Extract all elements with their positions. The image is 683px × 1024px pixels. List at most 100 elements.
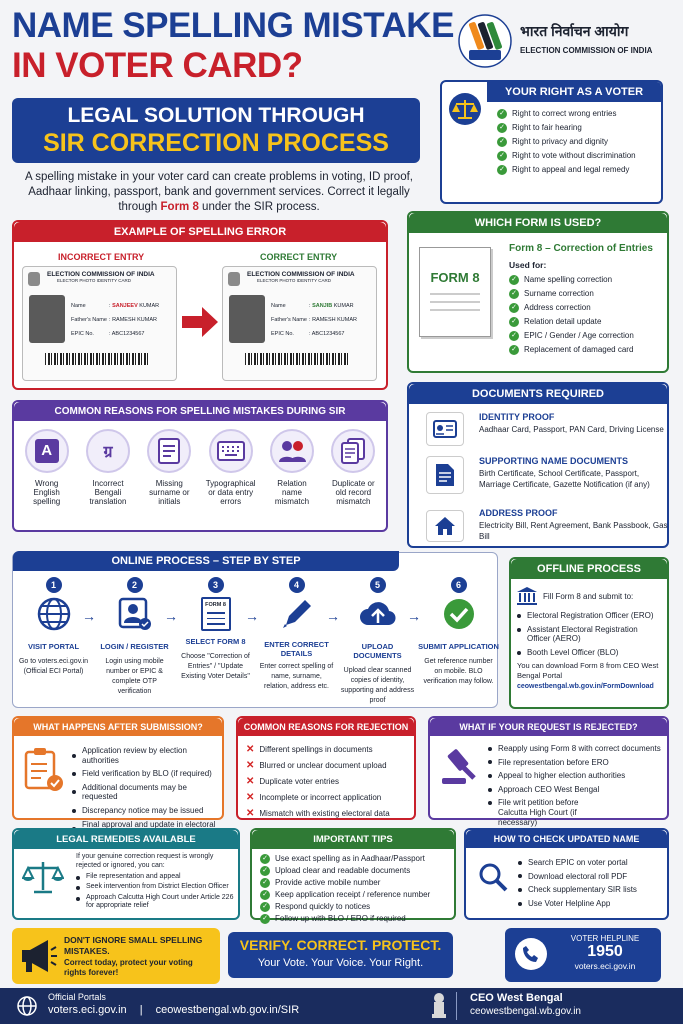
documents-title: DOCUMENTS REQUIRED — [409, 384, 667, 404]
step-visit-portal: 1 VISIT PORTAL Go to voters.eci.gov.in (… — [13, 577, 94, 706]
slogan-line-1: VERIFY. CORRECT. PROTECT. — [239, 937, 442, 953]
reason-item: Typographical or data entry errors — [200, 429, 261, 506]
incorrect-label: INCORRECT ENTRY — [58, 252, 145, 262]
slogan-banner: VERIFY. CORRECT. PROTECT. Your Vote. You… — [228, 932, 453, 978]
check-circle-icon — [443, 599, 474, 629]
correct-voter-card: ELECTION COMMISSION OF INDIA ELECTOR PHO… — [222, 266, 377, 381]
which-form-panel: WHICH FORM IS USED? FORM 8 Form 8 – Corr… — [407, 211, 669, 373]
footer: Official Portals voters.eci.gov.in | ceo… — [0, 988, 683, 1024]
list-item: Reapply using Form 8 with correct docume… — [488, 744, 668, 754]
user-check-icon — [118, 597, 151, 630]
list-item: ✓Right to vote without discrimination — [497, 151, 661, 161]
list-item: ✓EPIC / Gender / Age correction — [509, 331, 669, 341]
letter-a-icon: A — [34, 439, 59, 463]
legal-remedies-panel: LEGAL REMEDIES AVAILABLE If your genuine… — [12, 828, 240, 920]
form-uses-list: ✓Name spelling correction ✓Surname corre… — [509, 275, 669, 355]
bengali-script-icon: ग्र — [103, 444, 113, 461]
check-icon: ✓ — [260, 890, 270, 900]
avatar — [29, 295, 65, 343]
list-icon — [158, 438, 181, 464]
check-icon: ✓ — [260, 866, 270, 876]
list-item: ✓Right to appeal and legal remedy — [497, 165, 661, 175]
intro-text: A spelling mistake in your voter card ca… — [14, 170, 424, 215]
cross-icon: ✕ — [246, 792, 255, 803]
check-icon: ✓ — [509, 275, 519, 285]
reason-item: Relation name mismatch — [261, 429, 322, 506]
check-icon: ✓ — [260, 902, 270, 912]
list-item: Electoral Registration Officer (ERO) — [517, 611, 661, 621]
list-item: ✕Duplicate voter entries — [246, 776, 339, 787]
list-item: Approach Calcutta High Court under Artic… — [76, 894, 236, 911]
list-item: Field verification by BLO (if required) — [72, 769, 222, 779]
title-line-2: IN VOTER CARD? — [12, 46, 303, 85]
globe-icon — [37, 597, 70, 631]
rejection-title: COMMON REASONS FOR REJECTION — [238, 718, 414, 736]
ceo-site[interactable]: ceowestbengal.wb.gov.in — [470, 1006, 581, 1017]
list-item: ✓Use exact spelling as in Aadhaar/Passpo… — [260, 854, 446, 864]
list-item: Appeal to higher election authorities — [488, 771, 668, 781]
example-panel: EXAMPLE OF SPELLING ERROR INCORRECT ENTR… — [12, 220, 388, 390]
download-text: You can download Form 8 from CEO West Be… — [517, 661, 659, 681]
check-icon: ✓ — [497, 109, 507, 119]
arrow-right-icon: → — [245, 608, 259, 624]
helpline-label: VOTER HELPLINE — [570, 934, 640, 943]
list-item: ✓Right to fair hearing — [497, 123, 661, 133]
keyboard-icon — [216, 441, 245, 461]
clipboard-check-icon — [24, 746, 64, 797]
rights-title: YOUR RIGHT AS A VOTER — [487, 82, 661, 102]
list-item: Download electoral roll PDF — [518, 872, 637, 882]
list-item: Assistant Electoral Registration Officer… — [517, 625, 661, 644]
list-item: Seek intervention from District Election… — [76, 883, 236, 891]
list-item: ✓Provide active mobile number — [260, 878, 446, 888]
warning-banner: DON'T IGNORE SMALL SPELLING MISTAKES. Co… — [12, 928, 220, 984]
emblem-icon — [28, 272, 40, 286]
barcode — [45, 353, 150, 365]
online-title: ONLINE PROCESS – STEP BY STEP — [13, 551, 399, 571]
step-upload-documents: 5 UPLOAD DOCUMENTS Upload clear scanned … — [337, 577, 418, 706]
legal-title: LEGAL REMEDIES AVAILABLE — [14, 830, 238, 849]
check-icon: ✓ — [260, 878, 270, 888]
list-item: ✓Upload clear and readable documents — [260, 866, 446, 876]
check-icon: ✓ — [509, 303, 519, 313]
tips-title: IMPORTANT TIPS — [252, 830, 454, 849]
incorrect-voter-card: ELECTION COMMISSION OF INDIA ELECTOR PHO… — [22, 266, 177, 381]
legal-intro: If your genuine correction request is wr… — [76, 853, 214, 869]
list-item: Discrepancy notice may be issued — [72, 806, 222, 816]
which-form-title: WHICH FORM IS USED? — [409, 213, 667, 233]
eci-logo — [455, 12, 515, 70]
after-title: WHAT HAPPENS AFTER SUBMISSION? — [14, 718, 222, 736]
list-item: ✓Replacement of damaged card — [509, 345, 669, 355]
check-icon: ✓ — [509, 317, 519, 327]
list-item: ✓Right to privacy and dignity — [497, 137, 661, 147]
barcode — [245, 353, 350, 365]
list-item: ✕Blurred or unclear document upload — [246, 760, 387, 771]
check-updated-name-panel: HOW TO CHECK UPDATED NAME Search EPIC on… — [464, 828, 669, 920]
form-heading: Form 8 – Correction of Entries — [509, 243, 653, 254]
check-icon: ✓ — [509, 331, 519, 341]
offline-list: Electoral Registration Officer (ERO) Ass… — [517, 611, 661, 657]
check-icon: ✓ — [497, 165, 507, 175]
banner-line-2: SIR CORRECTION PROCESS — [43, 129, 389, 157]
check-icon: ✓ — [260, 914, 270, 924]
card-header: ELECTION COMMISSION OF INDIA — [247, 271, 355, 278]
used-for-label: Used for: — [509, 260, 547, 270]
list-item: ✓Right to correct wrong entries — [497, 109, 661, 119]
arrow-right-icon — [182, 307, 218, 342]
list-item: File representation before ERO — [488, 758, 668, 768]
helpline-number[interactable]: 1950 — [587, 943, 623, 960]
rejection-list: ✕Different spellings in documents ✕Blurr… — [238, 736, 414, 820]
intro-highlight: Form 8 — [160, 201, 199, 213]
helpline-site[interactable]: voters.eci.gov.in — [574, 961, 636, 971]
separator: | — [139, 1004, 143, 1016]
step-enter-details: 4 ENTER CORRECT DETAILS Enter correct sp… — [256, 577, 337, 706]
download-link[interactable]: ceowestbengal.wb.gov.in/FormDownload — [517, 683, 654, 691]
certificate-icon — [426, 456, 464, 494]
reason-item: ग्र Incorrect Bengali translation — [77, 429, 138, 506]
portal-link-eci[interactable]: voters.eci.gov.in — [48, 1004, 127, 1016]
list-item: ✓Keep application receipt / reference nu… — [260, 890, 446, 900]
card-header: ELECTION COMMISSION OF INDIA — [47, 271, 155, 278]
portal-link-ceo-sir[interactable]: ceowestbengal.wb.gov.in/SIR — [155, 1004, 300, 1016]
home-icon — [426, 510, 464, 542]
list-item: Use Voter Helpline App — [518, 899, 637, 909]
list-item: ✕Incomplete or incorrect application — [246, 792, 382, 803]
